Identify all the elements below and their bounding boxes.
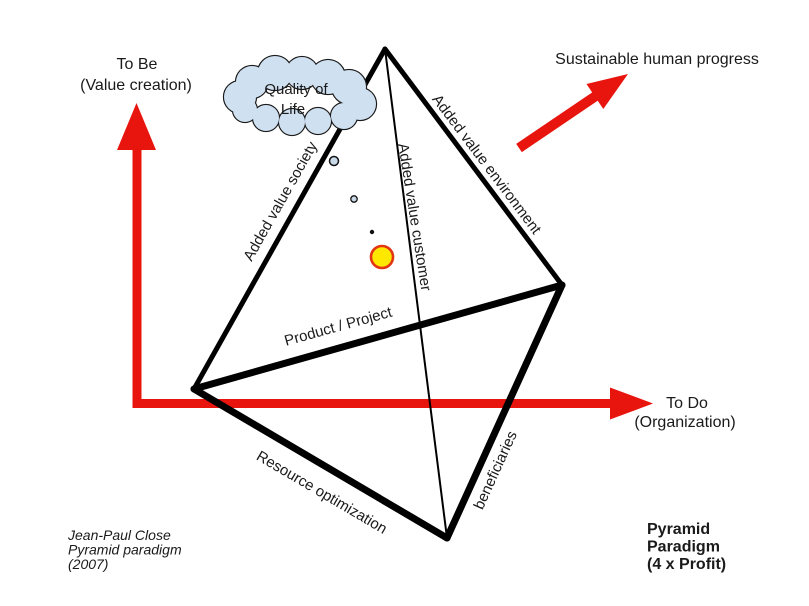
x-axis-label-line2: (Organization) xyxy=(634,414,735,431)
y-axis-label-line1: To Be xyxy=(117,56,158,73)
edge-right-bottom xyxy=(443,281,566,542)
title-line1: Pyramid xyxy=(647,521,710,538)
cloud-text-line1: Quality of xyxy=(264,81,328,98)
x-axis-label-line1: To Do xyxy=(666,395,708,412)
y-axis-shaft xyxy=(132,146,142,408)
edge-label-customer: Added value customer xyxy=(394,142,434,292)
position-marker xyxy=(369,244,395,270)
diagonal-arrow-shaft xyxy=(516,90,601,153)
edge-label-product-project: Product / Project xyxy=(283,303,395,349)
cloud-shape-fill xyxy=(224,56,376,135)
edge-apex-bottom xyxy=(384,48,448,539)
credit-line1: Jean-Paul Close xyxy=(67,527,171,543)
edge-left-bottom xyxy=(190,385,451,542)
trail-circle-large xyxy=(328,155,340,167)
title-line2: Paradigm xyxy=(647,539,720,556)
axis-arrows xyxy=(117,74,653,420)
tetrahedron-edges xyxy=(190,46,566,542)
y-axis-label-line2: (Value creation) xyxy=(80,77,192,94)
credit-line3: (2007) xyxy=(68,556,108,572)
edge-apex-right xyxy=(382,46,565,288)
credit-line2: Pyramid paradigm xyxy=(68,542,182,558)
x-axis-arrowhead xyxy=(610,387,653,420)
edge-label-environment: Added value environment xyxy=(428,91,544,238)
trail-circle-medium xyxy=(350,195,358,203)
diagonal-axis-label: Sustainable human progress xyxy=(555,51,759,68)
cloud-text-line2: Life xyxy=(281,101,305,118)
edge-label-society: Added value society xyxy=(240,138,321,264)
title-line3: (4 x Profit) xyxy=(647,556,726,573)
y-axis-arrowhead xyxy=(117,103,156,150)
x-axis-shaft xyxy=(132,399,612,408)
trail-dot-small xyxy=(369,229,375,235)
diagonal-arrowhead xyxy=(586,74,628,109)
edge-left-right xyxy=(190,281,566,393)
